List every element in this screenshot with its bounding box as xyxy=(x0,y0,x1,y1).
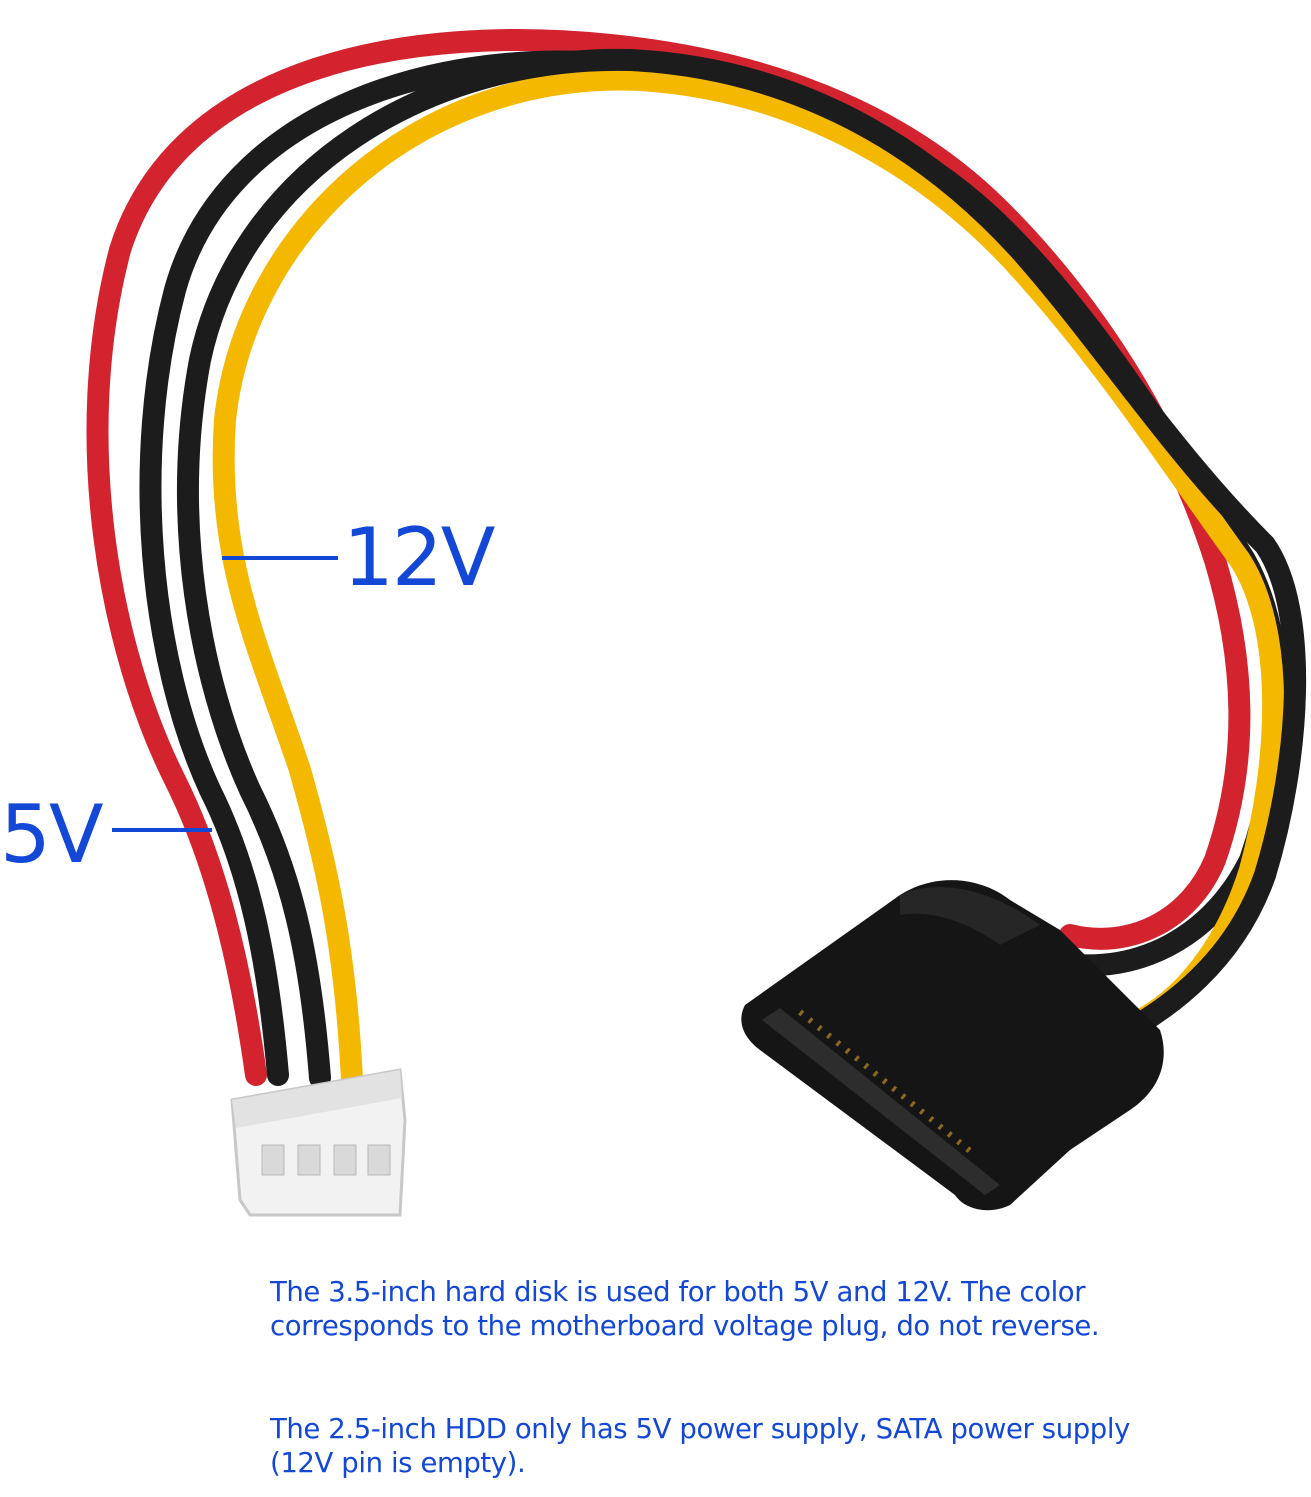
label-12v: 12V xyxy=(343,511,496,604)
label-5v: 5V xyxy=(0,788,104,881)
four-pin-connector xyxy=(230,1068,407,1217)
caption-3-5-inch: The 3.5-inch hard disk is used for both … xyxy=(270,1276,1100,1342)
sata-connector xyxy=(741,880,1164,1211)
caption-2-5-inch: The 2.5-inch HDD only has 5V power suppl… xyxy=(270,1413,1130,1479)
yellow-wire xyxy=(212,68,1285,1091)
black-wire-right xyxy=(177,48,1307,1089)
